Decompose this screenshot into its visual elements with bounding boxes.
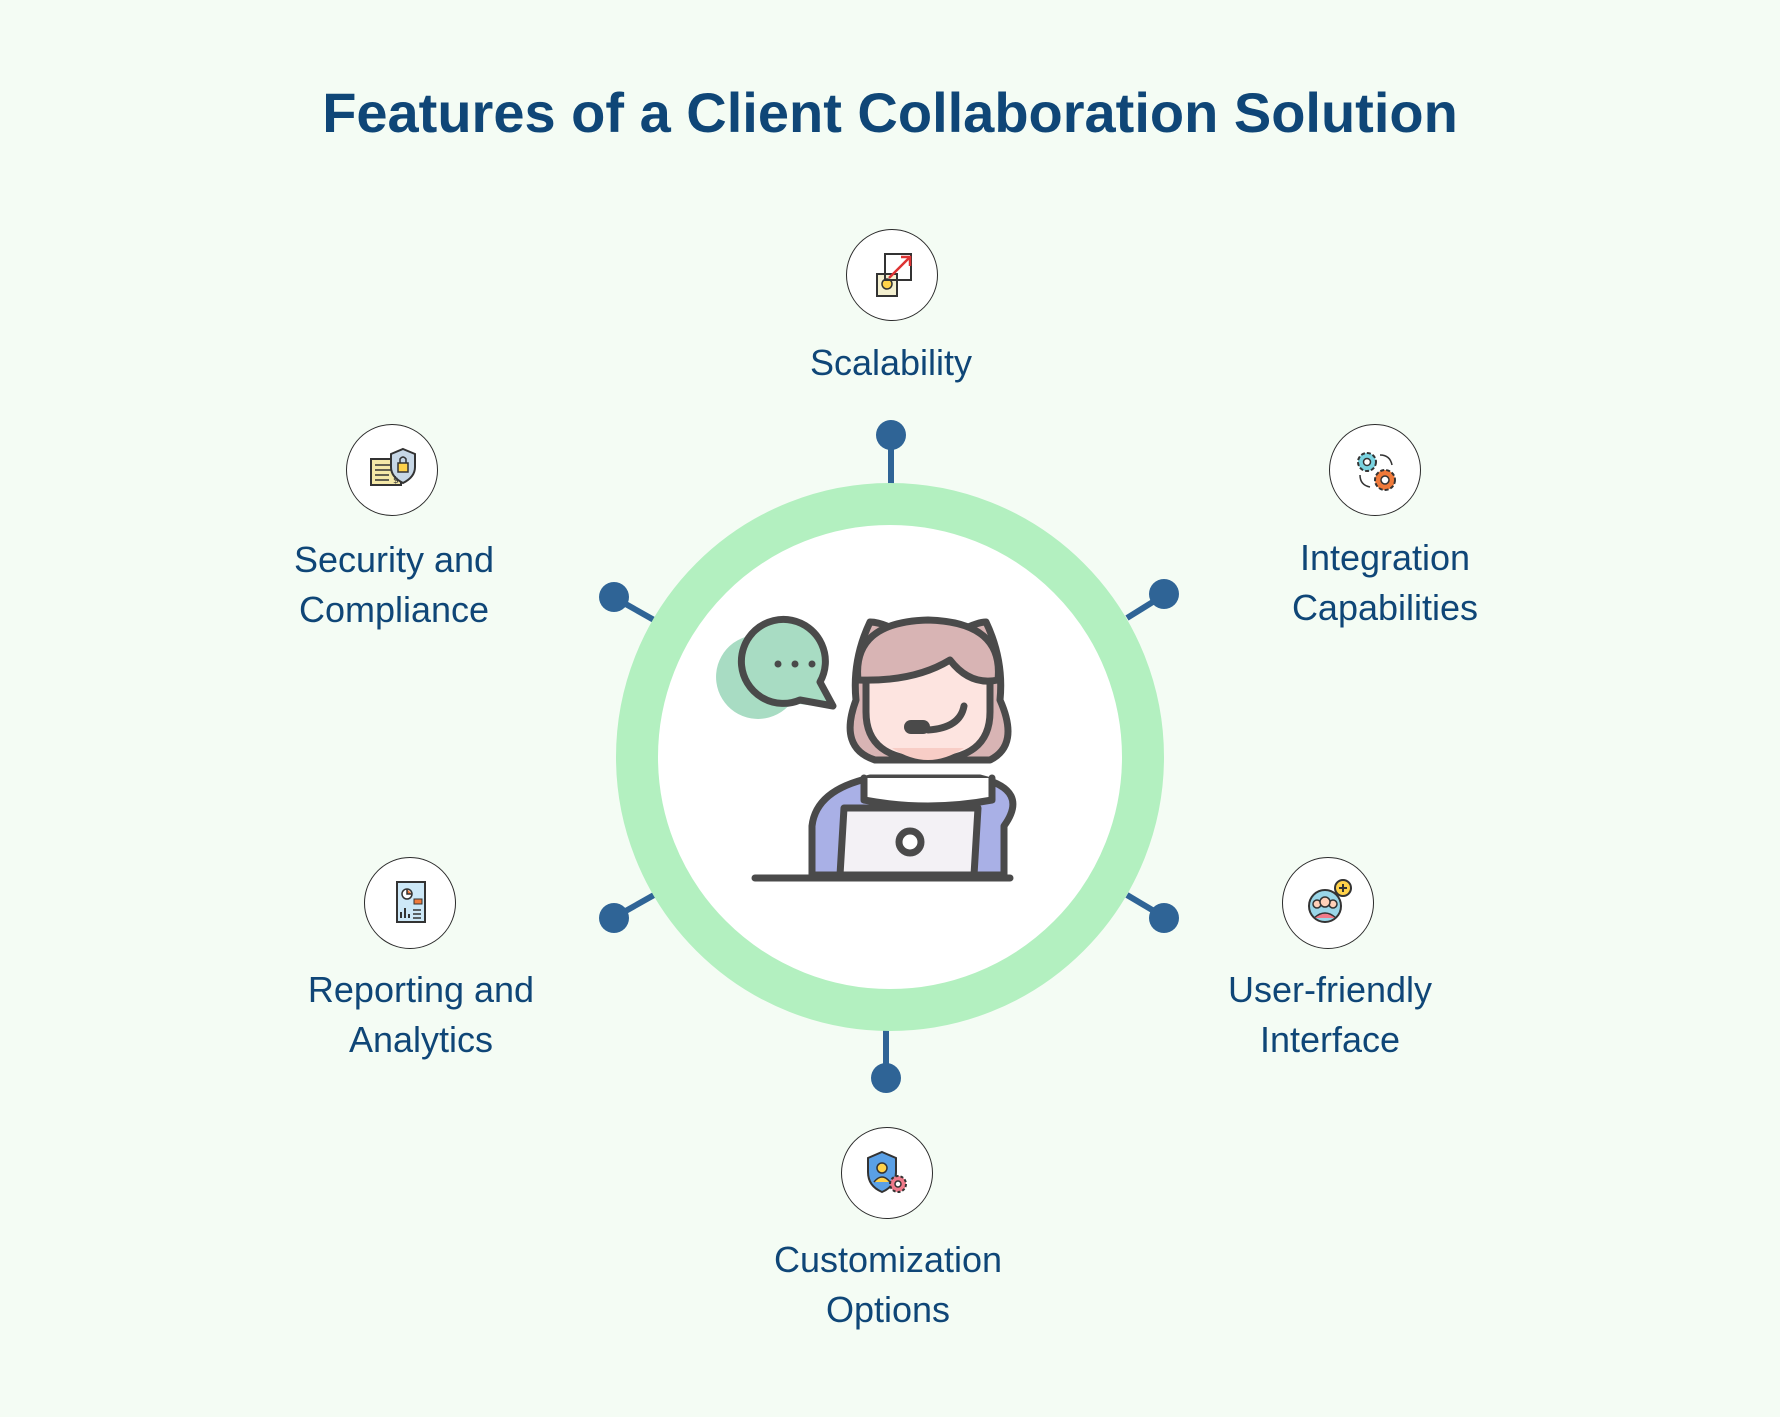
label-line: Scalability xyxy=(809,342,973,383)
report-chart-icon xyxy=(364,857,456,949)
label-line: Capabilities xyxy=(1291,587,1479,628)
label-line: Compliance xyxy=(298,589,490,630)
label-line: Customization xyxy=(773,1239,1003,1280)
label-line: Interface xyxy=(1259,1019,1401,1060)
page-title: Features of a Client Collaboration Solut… xyxy=(322,81,1458,144)
label-line: Reporting and xyxy=(307,969,535,1010)
connector-scalability xyxy=(876,420,906,487)
users-add-icon xyxy=(1282,857,1374,949)
feature-label-integration-capabilities: Integration Capabilities xyxy=(1235,533,1535,633)
shield-user-gear-icon xyxy=(841,1127,933,1219)
document-shield-lock-icon: $ xyxy=(346,424,438,516)
label-line: Security and xyxy=(293,539,495,580)
connector-user-friendly xyxy=(1125,892,1179,933)
connector-reporting xyxy=(599,892,656,933)
connector-security xyxy=(599,582,656,623)
connector-customization xyxy=(871,1030,901,1093)
label-line: Integration xyxy=(1299,537,1471,578)
gears-integration-icon xyxy=(1329,424,1421,516)
scalability-growth-icon xyxy=(846,229,938,321)
label-line: Analytics xyxy=(348,1019,494,1060)
feature-label-security-compliance: Security and Compliance xyxy=(244,535,544,635)
support-agent-with-laptop-icon xyxy=(716,615,1017,882)
feature-label-customization-options: Customization Options xyxy=(738,1235,1038,1335)
label-line: Options xyxy=(825,1289,951,1330)
connectors xyxy=(599,420,1179,1093)
feature-label-user-friendly-interface: User-friendly Interface xyxy=(1180,965,1480,1065)
svg-text:$: $ xyxy=(393,476,399,486)
label-line: User-friendly xyxy=(1227,969,1433,1010)
feature-label-scalability: Scalability xyxy=(741,338,1041,388)
feature-label-reporting-analytics: Reporting and Analytics xyxy=(271,965,571,1065)
connector-integration xyxy=(1125,579,1179,621)
